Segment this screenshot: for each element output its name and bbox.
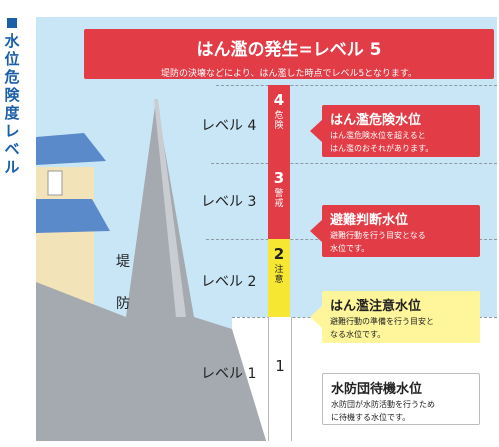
house-roof-lower <box>36 199 110 233</box>
banner-title: はん濫の発生=レベル 5 <box>196 40 382 60</box>
banner-subtitle: 堤防の決壊などにより、はん濫した時点でレベル5となります。 <box>160 69 418 79</box>
level-bar-2: 2 注意 <box>268 239 290 317</box>
callout-desc-2: はん濫のおそれがあります。 <box>330 144 434 153</box>
side-title: 水位危険度レベル <box>4 18 20 176</box>
callout-pointer <box>310 219 323 243</box>
diagram-panel: はん濫の発生=レベル 5 堤防の決壊などにより、はん濫した時点でレベル5となりま… <box>36 17 497 441</box>
level-label-4: レベル 4 <box>201 118 257 134</box>
callout-body: はん濫危険水位 はん濫危険水位を超えると はん濫のおそれがあります。 <box>322 105 480 157</box>
embankment-highlight <box>154 99 186 317</box>
callout-pointer <box>310 305 323 329</box>
callout-desc-2: 水位です。 <box>330 244 370 253</box>
callout-heading: 水防団待機水位 <box>331 382 423 397</box>
level-number-1: 1 <box>275 357 285 375</box>
callout-heading: はん濫注意水位 <box>330 299 422 314</box>
callout-body: はん濫注意水位 避難行動の準備を行う目安と なる水位です。 <box>322 291 480 343</box>
level-label-1: レベル 1 <box>201 366 257 382</box>
side-title-text: 水位危険度レベル <box>4 32 20 176</box>
level-bar-4: 4 危険 <box>268 85 290 163</box>
callout-heading: はん濫危険水位 <box>330 113 422 128</box>
level-bar-1: 1 <box>268 317 292 441</box>
callout-danger-level: はん濫危険水位 はん濫危険水位を超えると はん濫のおそれがあります。 <box>310 105 480 157</box>
level-number-2: 2 <box>273 245 285 263</box>
level-divider-3 <box>211 163 497 164</box>
callout-standby-level: 水防団待機水位 水防団が水防活動を行うため に待機する水位です。 <box>310 373 480 425</box>
callout-desc-2: なる水位です。 <box>330 330 386 339</box>
level-tag-3: 警戒 <box>274 189 284 209</box>
house-window <box>47 170 63 196</box>
callout-desc-1: 避難行動の準備を行う目安と <box>330 317 434 326</box>
callout-evacuation-level: 避難判断水位 避難行動を行う目安となる 水位です。 <box>310 205 480 257</box>
callout-body: 避難判断水位 避難行動を行う目安となる 水位です。 <box>322 205 480 257</box>
embankment-label-2: 防 <box>116 296 130 312</box>
callout-desc-1: はん濫危険水位を超えると <box>330 131 426 140</box>
callout-body: 水防団待機水位 水防団が水防活動を行うため に待機する水位です。 <box>322 373 480 425</box>
level-tag-4: 危険 <box>274 111 284 131</box>
callout-desc-2: に待機する水位です。 <box>331 413 411 422</box>
callout-desc-1: 水防団が水防活動を行うため <box>331 400 435 409</box>
level-label-3: レベル 3 <box>201 194 257 210</box>
level-label-2: レベル 2 <box>201 274 257 290</box>
callout-heading: 避難判断水位 <box>330 213 409 228</box>
embankment-label-1: 堤 <box>116 254 130 270</box>
title-square-icon <box>7 18 17 28</box>
callout-caution-level: はん濫注意水位 避難行動の準備を行う目安と なる水位です。 <box>310 291 480 343</box>
embankment-shape <box>36 99 267 441</box>
level-tag-2: 注意 <box>274 265 284 285</box>
house-roof-upper <box>36 133 106 165</box>
level-number-4: 4 <box>273 91 285 109</box>
level-bar-3: 3 警戒 <box>268 163 290 239</box>
callout-pointer <box>310 119 323 143</box>
level-number-3: 3 <box>273 169 285 187</box>
level-divider-4 <box>216 85 497 86</box>
callout-desc-1: 避難行動を行う目安となる <box>330 231 426 240</box>
level5-banner: はん濫の発生=レベル 5 堤防の決壊などにより、はん濫した時点でレベル5となりま… <box>84 29 494 79</box>
callout-pointer <box>310 387 323 411</box>
